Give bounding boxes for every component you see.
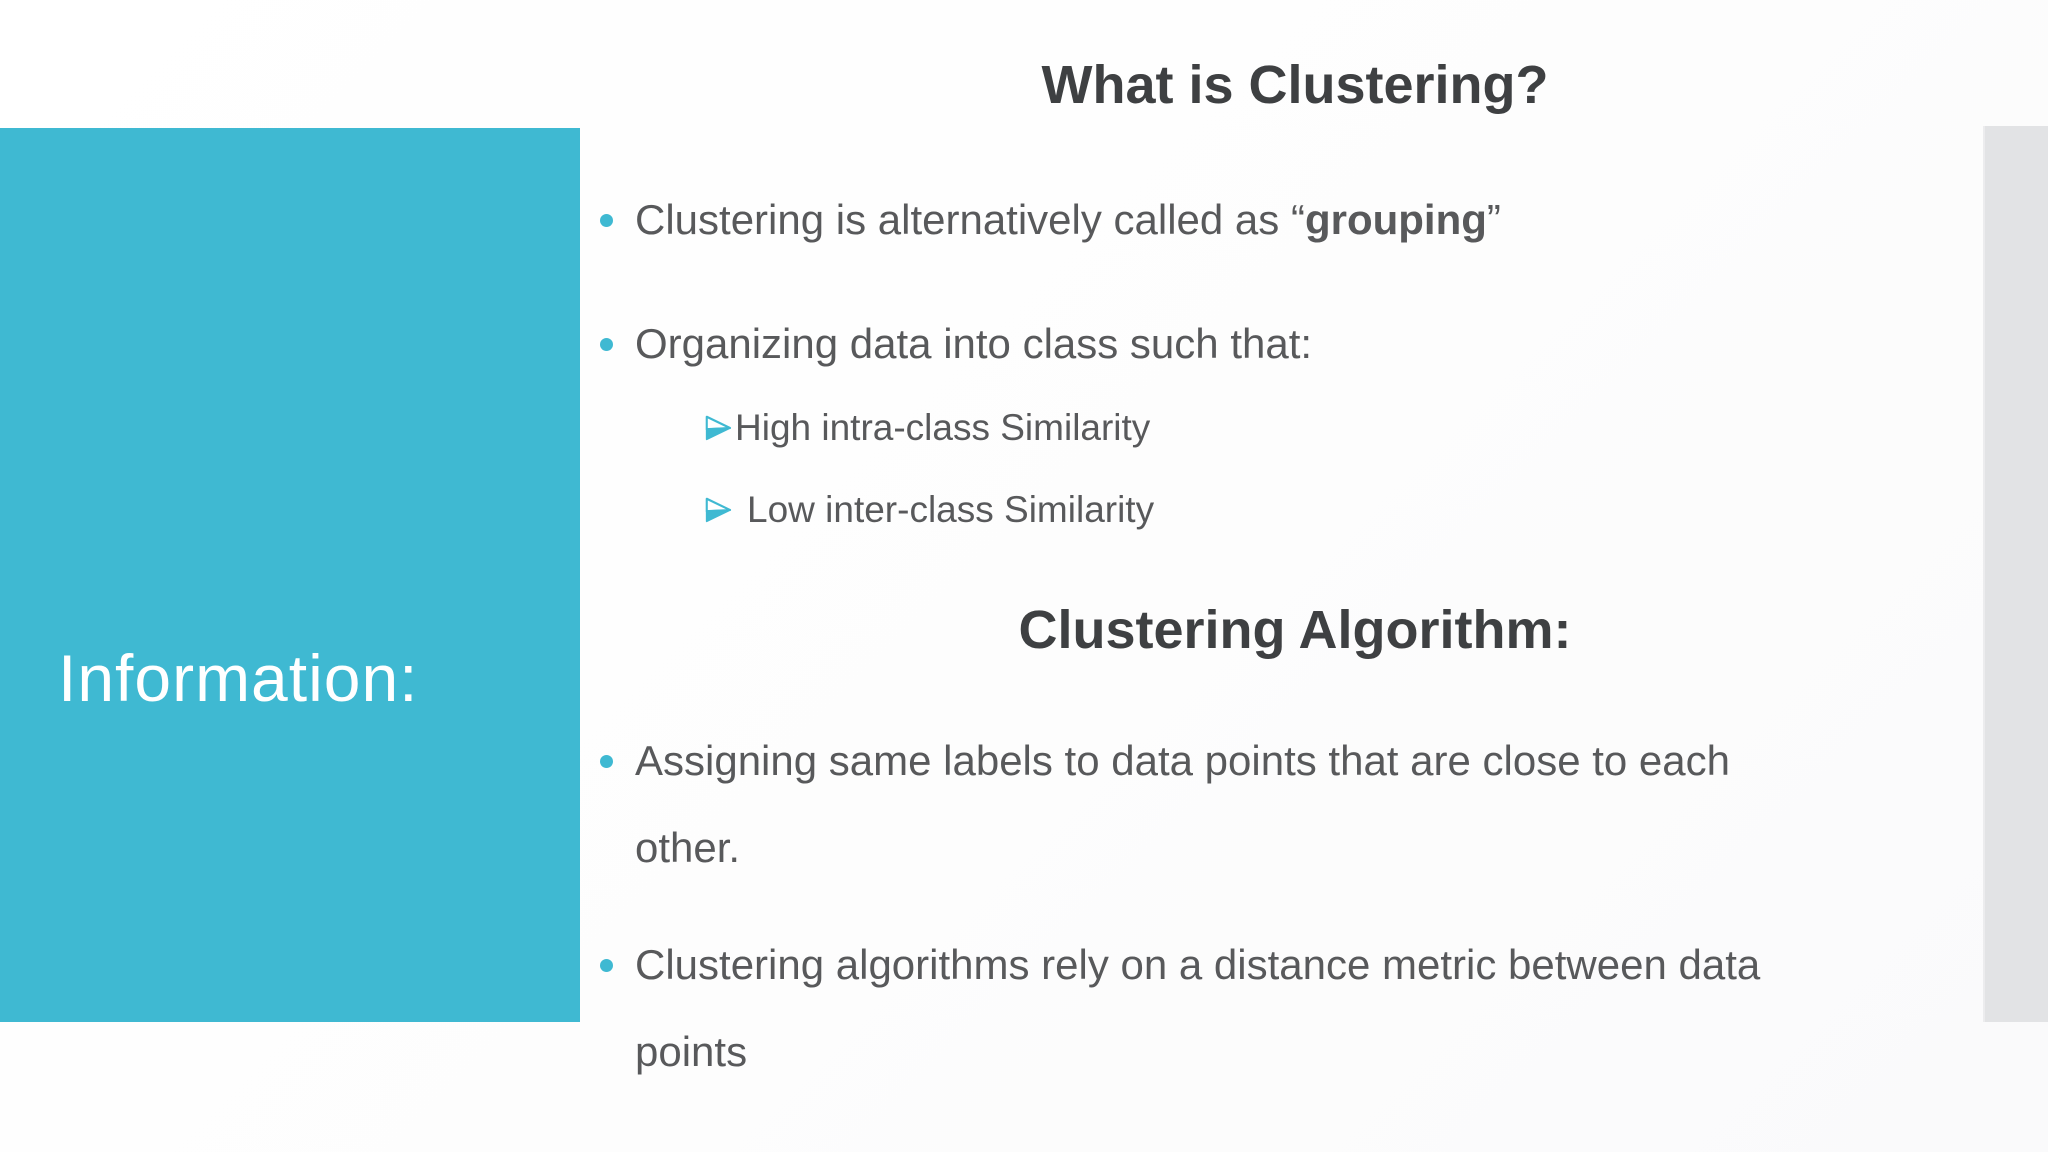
bullet-dot-icon: [600, 214, 613, 227]
bullet-text-pre: Clustering is alternatively called as “: [635, 196, 1305, 243]
bullet-item-distance-metric: Clustering algorithms rely on a distance…: [600, 921, 1960, 1095]
bullet-text: Clustering is alternatively called as “g…: [635, 194, 1501, 246]
bullet-text: Organizing data into class such that:: [635, 320, 1313, 367]
sidebar-panel: Information:: [0, 128, 580, 1022]
sidebar-title: Information:: [58, 641, 419, 715]
sub-bullet-inter-class: Low inter-class Similarity: [703, 487, 1154, 533]
scrollbar-track[interactable]: [1983, 126, 2048, 1022]
bullet-dot-icon: [600, 338, 613, 351]
sub-bullet-intra-class: High intra-class Similarity: [703, 405, 1150, 451]
section-heading: Clustering Algorithm:: [1018, 600, 1572, 660]
bullet-text-bold: grouping: [1304, 196, 1487, 243]
bullet-dot-icon: [600, 755, 613, 768]
bullet-text: Clustering algorithms rely on a distance…: [635, 941, 1761, 1075]
bullet-text: Assigning same labels to data points tha…: [635, 737, 1730, 871]
bullet-item-clustering-grouping: Clustering is alternatively called as “g…: [600, 194, 1960, 246]
slide-content: What is Clustering? Clustering is altern…: [580, 0, 2010, 1152]
arrowhead-icon: [705, 497, 732, 523]
bullet-dot-icon: [600, 959, 613, 972]
bullet-text-post: ”: [1486, 196, 1501, 243]
page-title: What is Clustering?: [1041, 55, 1549, 115]
bullet-item-organizing-data: Organizing data into class such that:: [600, 318, 1960, 370]
sub-bullet-text: Low inter-class Similarity: [747, 489, 1155, 530]
sub-bullet-text: High intra-class Similarity: [735, 407, 1151, 448]
bullet-item-assigning-labels: Assigning same labels to data points tha…: [600, 717, 1960, 891]
arrowhead-icon: [705, 415, 732, 441]
